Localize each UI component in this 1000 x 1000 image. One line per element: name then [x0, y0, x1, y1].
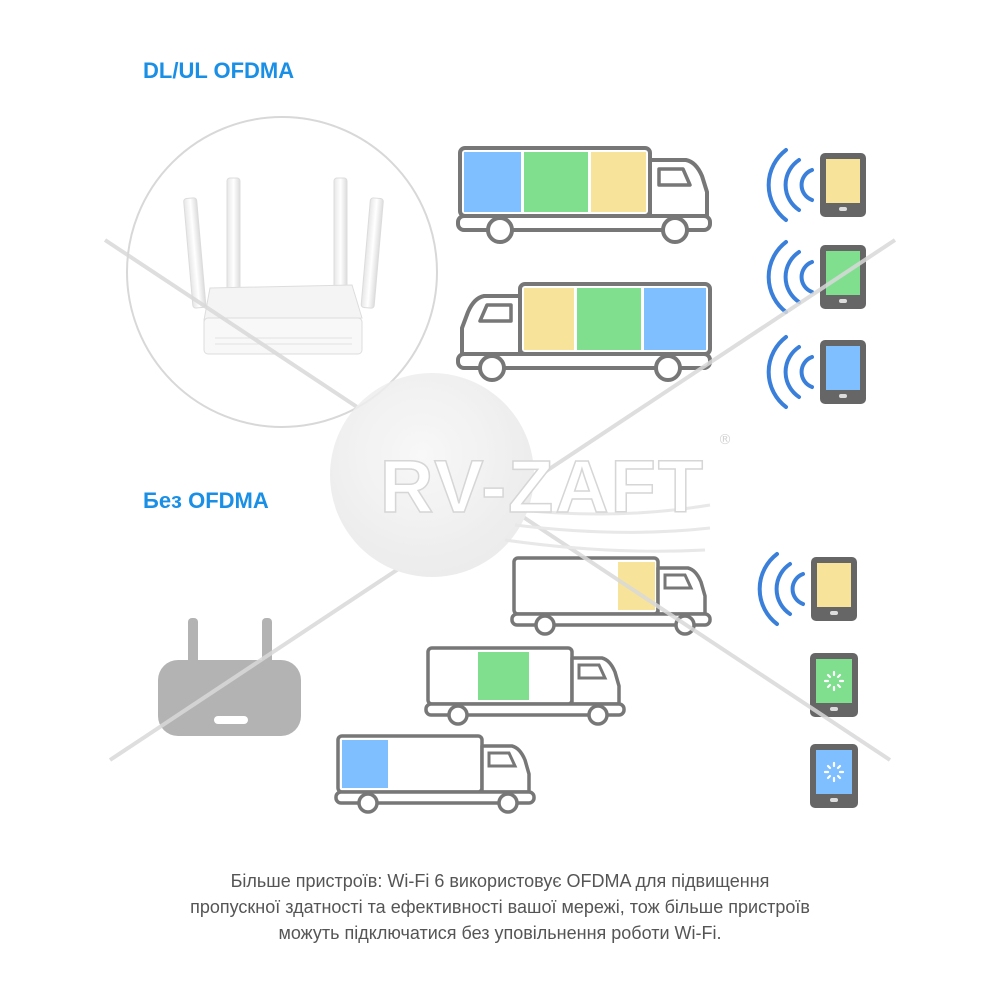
phone-no-ofdma-yellow: [757, 552, 857, 626]
cargo-block-yellow: [524, 288, 574, 350]
wifi-waves-icon: [766, 335, 814, 409]
cargo-block-blue: [464, 152, 521, 212]
cargo-block-blue: [644, 288, 706, 350]
cargo-block-green: [478, 652, 529, 700]
loading-spinner-icon: [823, 670, 845, 692]
wifi-waves-icon: [757, 552, 805, 626]
truck-ofdma-1: [456, 146, 712, 244]
cargo-block-blue: [342, 740, 388, 788]
phone-ofdma-blue: [766, 335, 866, 409]
watermark-logo-text: RV-ZAFT: [380, 445, 705, 528]
watermark-circle: [330, 373, 534, 577]
section-title-ofdma: DL/UL OFDMA: [143, 58, 295, 83]
watermark-registered-mark: ®: [718, 432, 732, 448]
phone-ofdma-yellow: [766, 148, 866, 222]
caption-line-2: пропускної здатності та ефективності ваш…: [190, 897, 810, 917]
wifi-waves-icon: [766, 148, 814, 222]
cargo-block-green: [524, 152, 588, 212]
cargo-block-green: [577, 288, 641, 350]
caption-line-1: Більше пристроїв: Wi-Fi 6 використовує O…: [230, 871, 770, 891]
caption-text: Більше пристроїв: Wi-Fi 6 використовує O…: [100, 868, 900, 946]
phone-no-ofdma-blue-loading: [810, 744, 858, 808]
truck-no-ofdma-3: [334, 734, 536, 814]
phone-no-ofdma-green-loading: [810, 653, 858, 717]
truck-ofdma-2: [456, 282, 712, 382]
truck-no-ofdma-2: [424, 646, 626, 726]
caption-line-3: можуть підключатися без уповільнення роб…: [278, 923, 722, 943]
cargo-block-yellow: [591, 152, 646, 212]
phone-ofdma-green: [766, 240, 866, 314]
wifi-waves-icon: [766, 240, 814, 314]
watermark: RV-ZAFT ®: [103, 238, 897, 762]
loading-spinner-icon: [823, 761, 845, 783]
section-title-no-ofdma: Без OFDMA: [143, 488, 269, 513]
wifi6-router-image: [126, 116, 438, 428]
legacy-router-icon: [158, 618, 301, 736]
